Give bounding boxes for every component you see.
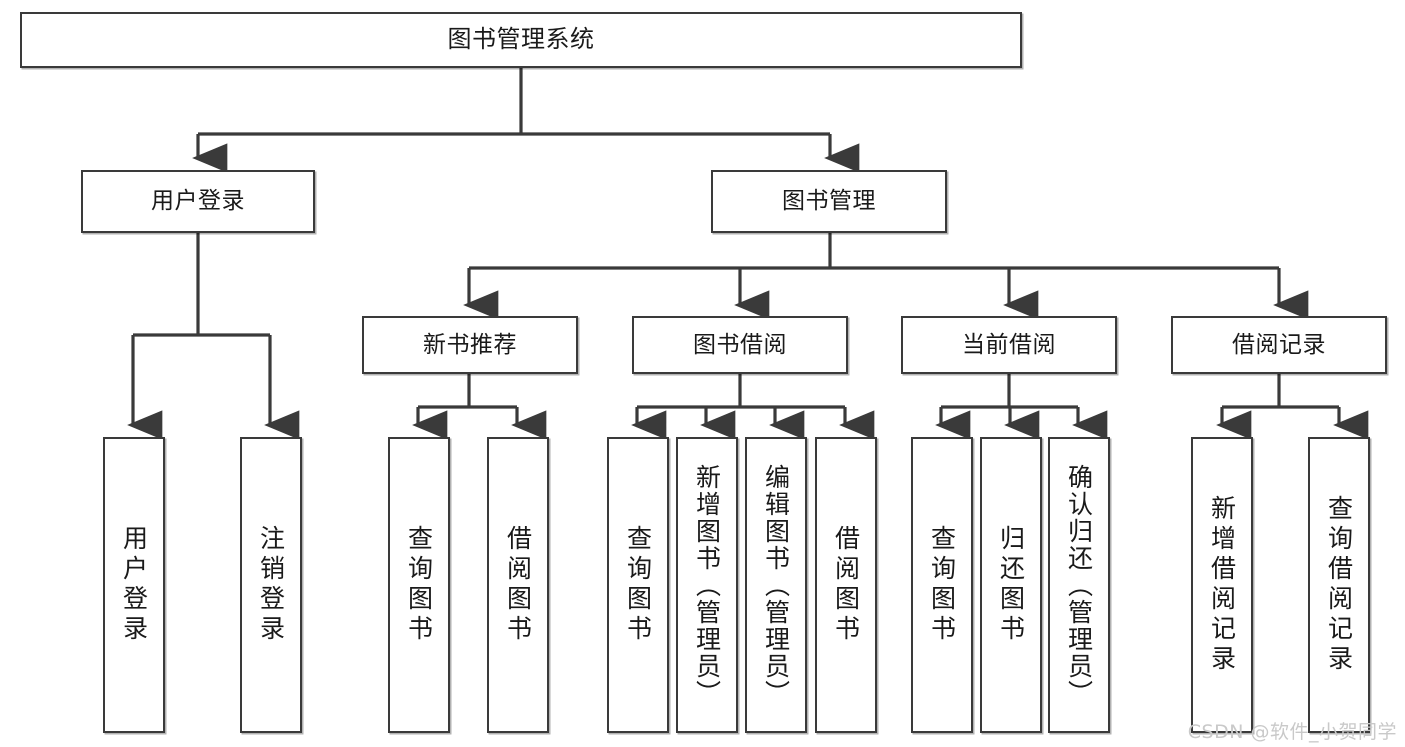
node-label: 查询图书 [927,525,957,645]
node-label: 借阅图书 [503,525,533,645]
node-label: 当前借阅 [962,331,1056,358]
leaf-query-book-current[interactable]: 查询图书 [911,437,973,733]
node-label: 查询图书 [404,525,434,645]
leaf-query-book-borrow[interactable]: 查询图书 [607,437,669,733]
node-label: 新书推荐 [423,331,517,358]
node-label: 图书借阅 [693,331,787,358]
node-user-login[interactable]: 用户登录 [81,170,315,233]
leaf-add-book-admin[interactable]: 新增图书（管理员） [676,437,738,733]
node-label: 注销登录 [256,525,286,645]
leaf-user-login[interactable]: 用户登录 [103,437,165,733]
leaf-borrow-book-recommend[interactable]: 借阅图书 [487,437,549,733]
node-label: 新增图书（管理员） [692,463,722,707]
node-book-management[interactable]: 图书管理 [711,170,947,233]
node-label: 新增借阅记录 [1207,495,1237,675]
node-label: 借阅记录 [1232,331,1326,358]
leaf-add-borrow-record[interactable]: 新增借阅记录 [1191,437,1253,733]
node-label: 归还图书 [996,525,1026,645]
node-label: 查询借阅记录 [1324,495,1354,675]
leaf-query-book-recommend[interactable]: 查询图书 [388,437,450,733]
node-label: 编辑图书（管理员） [761,463,791,707]
leaf-logout[interactable]: 注销登录 [240,437,302,733]
node-label: 图书管理 [782,188,876,215]
csdn-watermark: CSDN @软件_小贺同学 [1187,721,1397,743]
node-book-borrowing[interactable]: 图书借阅 [632,316,848,374]
leaf-edit-book-admin[interactable]: 编辑图书（管理员） [745,437,807,733]
node-label: 图书管理系统 [447,25,595,54]
leaf-return-book[interactable]: 归还图书 [980,437,1042,733]
node-label: 用户登录 [119,525,149,645]
leaf-borrow-book[interactable]: 借阅图书 [815,437,877,733]
node-new-book-recommendation[interactable]: 新书推荐 [362,316,578,374]
leaf-confirm-return-admin[interactable]: 确认归还（管理员） [1048,437,1110,733]
node-label: 用户登录 [151,188,245,215]
node-root-book-management-system[interactable]: 图书管理系统 [20,12,1022,68]
node-borrowing-records[interactable]: 借阅记录 [1171,316,1387,374]
node-label: 确认归还（管理员） [1064,463,1094,707]
node-label: 查询图书 [623,525,653,645]
node-label: 借阅图书 [831,525,861,645]
node-current-borrowing[interactable]: 当前借阅 [901,316,1117,374]
leaf-query-borrow-record[interactable]: 查询借阅记录 [1308,437,1370,733]
